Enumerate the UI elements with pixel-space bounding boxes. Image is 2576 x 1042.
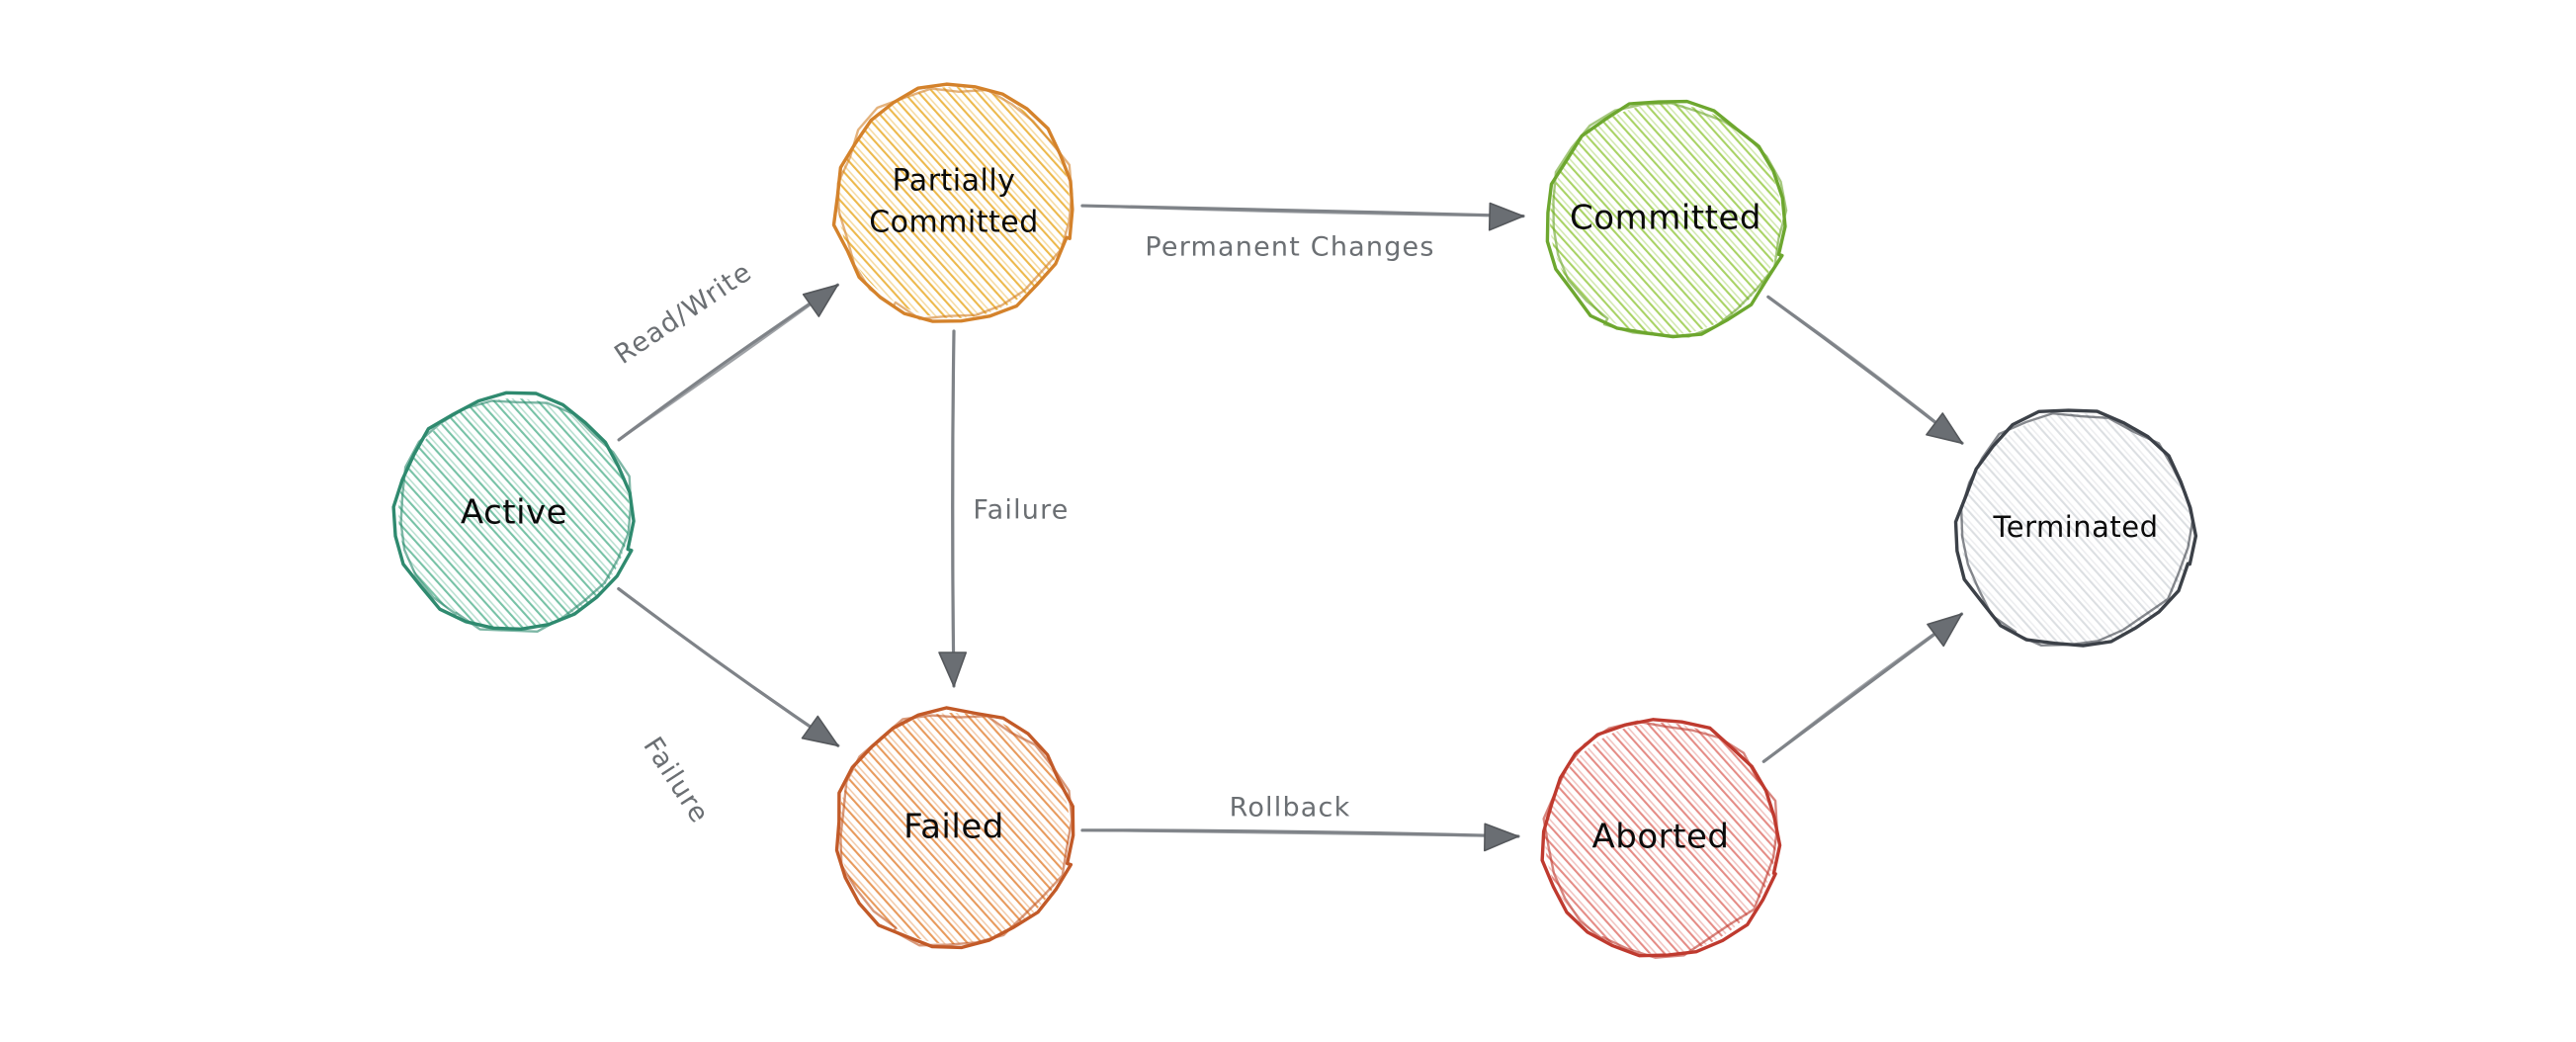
node-label-terminated: Terminated [1992,510,2158,544]
edge-label-partially-committed-to-failed: Failure [973,495,1069,526]
node-label-aborted: Aborted [1592,818,1730,857]
node-failed[interactable]: Failed [834,706,1075,950]
edge-partially-committed-to-failed[interactable] [938,329,968,688]
node-outline-echo [399,399,633,633]
edge-stroke-echo [952,329,956,688]
node-committed[interactable]: Committed [1545,99,1788,339]
node-aborted[interactable]: Aborted [1540,718,1782,959]
node-active[interactable]: Active [391,391,636,633]
node-label-active: Active [461,493,567,533]
node-outline-echo [836,87,1073,320]
node-label-partially_committed: Committed [869,206,1039,240]
node-outline [831,82,1074,323]
node-outline [1953,408,2198,648]
node-hatch-fill [838,713,1070,944]
node-hatch-fill [838,87,1070,318]
edge-stroke-echo [1080,828,1520,838]
edge-aborted-to-terminated[interactable] [1761,612,1964,763]
node-hatch-fill [398,398,630,630]
arrow-head-icon [1926,412,1963,445]
edge-label-failed-to-aborted: Rollback [1230,793,1351,824]
edge-stroke [1766,295,1964,445]
node-outline [391,391,636,631]
node-hatch-fill [1960,413,2191,645]
arrow-head-icon [1927,613,1963,648]
edge-stroke-echo [1080,204,1525,217]
arrow-head-icon [802,284,839,317]
node-outline-echo [1959,411,2194,648]
edge-active-to-failed[interactable] [617,586,840,747]
edge-active-to-partially-committed[interactable] [617,283,840,442]
edge-failed-to-aborted[interactable] [1080,823,1520,852]
node-label-failed: Failed [903,808,1004,847]
node-hatch-fill [1550,104,1781,335]
node-label-partially_committed: Partially [893,164,1016,199]
edge-stroke-echo [618,284,839,441]
node-label-committed: Committed [1570,199,1761,238]
edge-label-active-to-failed: Failure [637,732,715,828]
edge-label-partially-committed-to-committed: Permanent Changes [1145,232,1434,263]
node-terminated[interactable]: Terminated [1953,408,2198,648]
edge-stroke-echo [617,587,839,747]
node-outline-echo [839,714,1073,947]
edges-layer [617,202,1964,852]
arrow-head-icon [801,715,839,747]
node-outline-echo [1542,720,1778,959]
edge-committed-to-terminated[interactable] [1766,295,1964,445]
node-outline-echo [1552,102,1788,338]
edge-partially-committed-to-committed[interactable] [1080,202,1525,231]
node-hatch-fill [1545,723,1776,954]
arrow-head-icon [1488,202,1524,231]
arrow-head-icon [938,651,968,687]
arrow-head-icon [1484,823,1519,852]
